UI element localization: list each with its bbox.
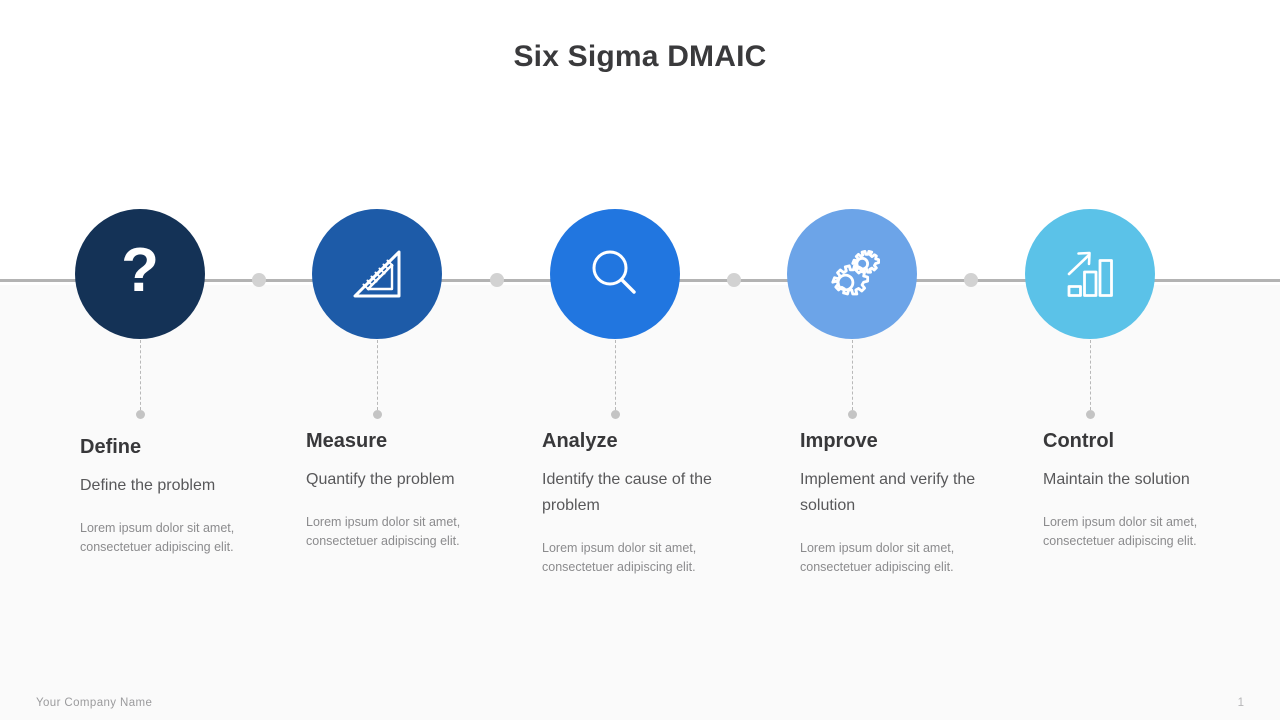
spine-connector-dot [252, 273, 266, 287]
footer-company-name: Your Company Name [36, 697, 153, 709]
spine-connector-dot [964, 273, 978, 287]
step-body-define: Lorem ipsum dolor sit amet, consectetuer… [80, 520, 235, 554]
step-circle-analyze[interactable] [550, 209, 680, 339]
step-text-improve: Improve Implement and verify the solutio… [800, 430, 1000, 577]
gears-icon [831, 249, 880, 296]
step-heading-improve: Improve [800, 430, 878, 452]
step-subtitle-analyze: Identify the cause of the problem [542, 471, 712, 514]
step-subtitle-improve: Implement and verify the solution [800, 471, 976, 514]
footer-page-number: 1 [1237, 697, 1244, 709]
step-heading-control: Control [1043, 430, 1115, 452]
step-circle-improve[interactable] [787, 209, 917, 339]
page-title: Six Sigma DMAIC [513, 40, 767, 73]
lower-panel-background [0, 285, 1280, 720]
step-text-control: Control Maintain the solution Lorem ipsu… [1043, 430, 1243, 551]
magnifying-glass-icon [592, 250, 636, 294]
step-circle-control[interactable] [1025, 209, 1155, 339]
drop-dot-improve [848, 410, 857, 419]
step-circle-measure[interactable] [312, 209, 442, 339]
step-subtitle-measure: Quantify the problem [306, 471, 455, 488]
drop-line-measure [377, 340, 378, 410]
step-body-improve: Lorem ipsum dolor sit amet, consectetuer… [800, 540, 955, 574]
bar-chart-growth-icon [1067, 251, 1113, 297]
question-mark-icon: ? [121, 236, 159, 305]
spine-connector-dot [490, 273, 504, 287]
drop-dot-analyze [611, 410, 620, 419]
step-body-control: Lorem ipsum dolor sit amet, consectetuer… [1043, 514, 1198, 548]
drop-dot-measure [373, 410, 382, 419]
step-text-define: Define Define the problem Lorem ipsum do… [80, 436, 285, 557]
drop-line-analyze [615, 340, 616, 410]
spine-connector-dot [727, 273, 741, 287]
step-text-analyze: Analyze Identify the cause of the proble… [542, 430, 757, 577]
step-heading-analyze: Analyze [542, 430, 618, 452]
step-circle-define[interactable]: ? [75, 209, 205, 339]
step-heading-define: Define [80, 436, 142, 458]
step-body-analyze: Lorem ipsum dolor sit amet, consectetuer… [542, 540, 697, 574]
step-text-measure: Measure Quantify the problem Lorem ipsum… [306, 430, 511, 551]
triangle-ruler-icon [353, 250, 401, 298]
drop-line-control [1090, 340, 1091, 410]
step-heading-measure: Measure [306, 430, 388, 452]
step-body-measure: Lorem ipsum dolor sit amet, consectetuer… [306, 514, 461, 548]
drop-dot-define [136, 410, 145, 419]
drop-line-define [140, 340, 141, 410]
step-subtitle-define: Define the problem [80, 477, 216, 494]
step-subtitle-control: Maintain the solution [1043, 471, 1190, 488]
drop-line-improve [852, 340, 853, 410]
drop-dot-control [1086, 410, 1095, 419]
